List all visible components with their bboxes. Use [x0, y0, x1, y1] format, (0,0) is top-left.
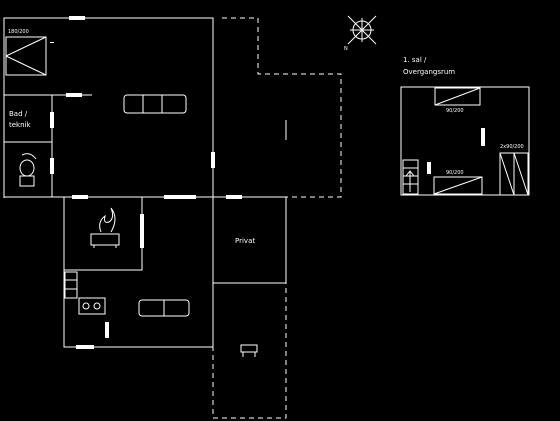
single-bed-bottom: 90/200 [433, 170, 483, 195]
terrace-outlines [212, 17, 342, 419]
toilet-icon [19, 153, 37, 187]
bed-size-label-top: 90/200 [446, 108, 464, 114]
compass-north-label: N [344, 46, 348, 52]
bed-size-label: 180/200 [8, 29, 29, 35]
wood-stove-icon [90, 207, 120, 248]
private-room-label: Privat [235, 237, 255, 245]
door-openings [50, 16, 242, 349]
sofa-lower-icon [138, 299, 190, 317]
stairs-icon [402, 159, 419, 195]
kitchen-counters [64, 271, 106, 315]
twin-beds-right: 2x90/200 [499, 144, 529, 196]
bathroom-label-line1: Bad / [9, 110, 28, 118]
bench-icon [240, 344, 258, 357]
first-floor-subtitle: Overgangsrum [403, 68, 455, 76]
first-floor: 1. sal / Overgangsrum 90/200 90/200 2x90… [400, 56, 530, 196]
bed-size-label-bottom: 90/200 [446, 170, 464, 176]
bathroom-label-line2: teknik [9, 121, 31, 129]
first-floor-title: 1. sal / [403, 56, 427, 64]
bed-size-label-right: 2x90/200 [500, 144, 524, 150]
compass-rose-icon: N [344, 15, 377, 52]
sofa-icon [123, 94, 187, 114]
double-bed: 180/200 [5, 29, 47, 76]
bathroom: Bad / teknik [9, 110, 37, 187]
single-bed-top: 90/200 [434, 87, 481, 114]
